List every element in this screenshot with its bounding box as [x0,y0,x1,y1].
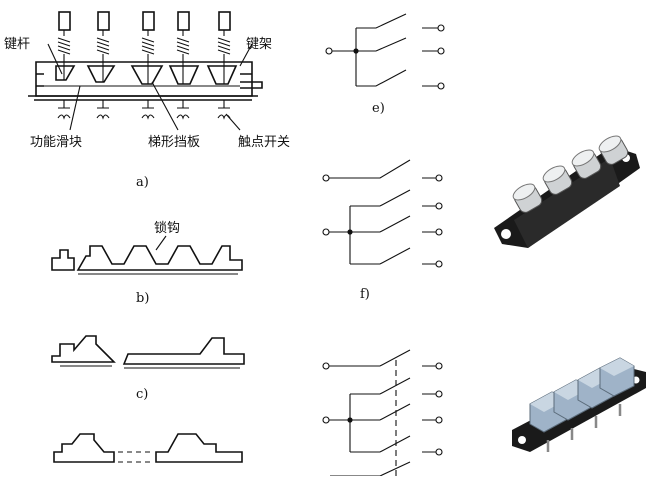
springs [57,30,231,62]
label-trapezoid-baffle: 梯形挡板 [148,135,200,150]
diagram-a: 键杆 键架 功能滑块 梯形挡板 触点开关 a) [4,11,290,190]
caption-a: a) [136,175,149,190]
square-key-caps [529,357,635,433]
label-contact-switch: 触点开关 [238,135,290,150]
diagram-g [322,349,443,477]
caption-c: c) [136,387,148,402]
switch-photo-chrome-keys [494,135,640,248]
caption-e: e) [372,101,385,116]
diagram-f: f) [322,159,443,302]
diagram-d [53,433,243,463]
caption-b: b) [136,291,149,306]
switch-photo-square-keys [512,357,646,452]
diagram-e: e) [325,13,445,116]
chrome-key-caps [512,135,629,213]
label-lock-hook: 锁钩 [154,220,180,236]
contact-switches [57,100,231,120]
key-caps [58,11,231,31]
label-key-stem: 键杆 [4,37,30,52]
label-function-slider: 功能滑块 [30,135,82,150]
label-key-frame: 键架 [246,37,272,52]
trapezoid-baffles [44,62,240,87]
caption-f: f) [360,287,370,302]
diagram-b: 锁钩 b) [51,220,243,306]
key-frame-outline [35,61,253,97]
diagram-c: c) [51,335,245,402]
